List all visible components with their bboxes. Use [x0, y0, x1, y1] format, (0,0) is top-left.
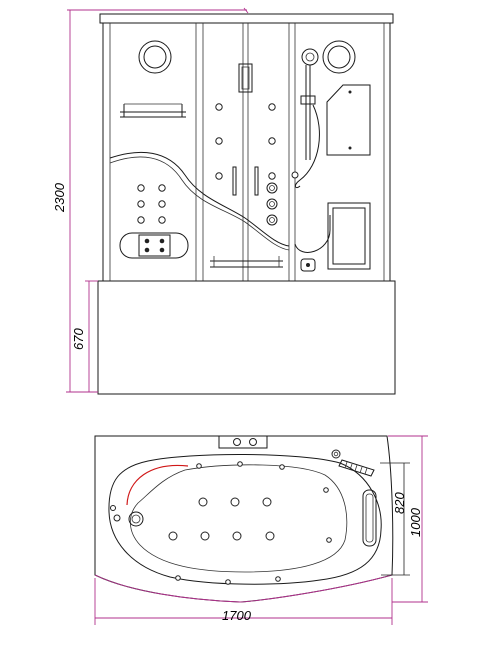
curved-glass-edge	[109, 151, 290, 247]
mixer-controls	[266, 182, 278, 226]
bath-tray	[97, 280, 396, 395]
tray-height-label: 670	[71, 328, 86, 350]
hand-shower-icon	[291, 48, 320, 189]
depth-dimensions: 820 1000	[380, 435, 428, 603]
height-dimension: 2300	[52, 7, 249, 393]
touch-control-panel	[327, 202, 371, 270]
speaker-icon	[138, 40, 172, 74]
center-body-jets	[215, 103, 276, 180]
cabin-roof	[99, 13, 394, 24]
plan-view	[94, 435, 394, 603]
tray-height-dimension: 670	[71, 280, 98, 392]
width-label: 1700	[222, 608, 252, 623]
waterfall-spout-icon	[331, 449, 375, 477]
door-handle-upper	[238, 63, 253, 93]
inner-depth-label: 820	[392, 492, 407, 514]
tub-basin	[108, 454, 382, 585]
outer-depth-label: 1000	[408, 507, 423, 537]
tub-control-console	[218, 435, 268, 449]
bottom-whirlpool-jets	[168, 497, 275, 541]
foot-massage-panel	[119, 232, 189, 259]
tub-headrest-pillow	[362, 489, 377, 547]
front-elevation	[97, 13, 396, 395]
drain-icon	[300, 258, 316, 272]
headrest-curve-highlight	[126, 464, 189, 506]
side-body-jets	[137, 184, 166, 224]
control-display-panel	[326, 84, 371, 156]
tub-drain-icon	[110, 505, 144, 527]
total-height-label: 2300	[52, 182, 67, 213]
door-handles	[232, 166, 259, 196]
right-speaker-icon	[322, 40, 356, 74]
door-bottom-rail	[210, 256, 283, 268]
rim-jets	[175, 461, 332, 585]
shelf-icon	[120, 103, 186, 118]
width-dimension: 1700	[94, 578, 393, 625]
